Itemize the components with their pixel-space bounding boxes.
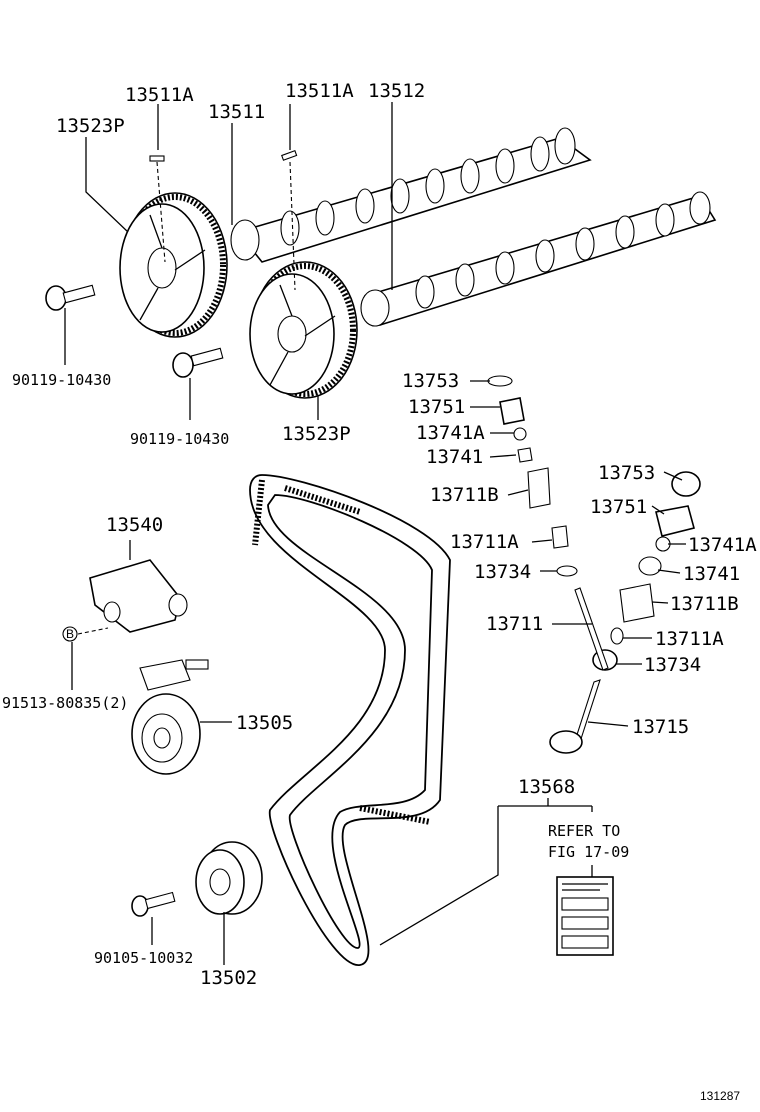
label-13715: 13715 bbox=[632, 716, 689, 738]
idler-pulley-13505 bbox=[131, 659, 209, 775]
label-13741A-b: 13741A bbox=[688, 534, 757, 556]
washer-guide bbox=[77, 627, 109, 635]
label-13711B-a: 13711B bbox=[430, 484, 499, 506]
valve-train-set-b bbox=[592, 471, 701, 671]
label-13711A-b: 13711A bbox=[655, 628, 724, 650]
leader-lines bbox=[64, 102, 686, 965]
idler-pulley-13502 bbox=[195, 841, 263, 915]
exhaust-camshaft bbox=[360, 191, 717, 327]
label-13512: 13512 bbox=[368, 80, 425, 102]
label-90119-b: 90119-10430 bbox=[130, 430, 229, 448]
label-13523P-a: 13523P bbox=[56, 115, 125, 137]
timing-belt-tensioner bbox=[89, 559, 188, 633]
label-90119-a: 90119-10430 bbox=[12, 371, 111, 389]
label-13511A-b: 13511A bbox=[285, 80, 354, 102]
valve-train-set-a bbox=[487, 375, 578, 577]
belt-label-sticker bbox=[556, 876, 614, 956]
label-13711: 13711 bbox=[486, 613, 543, 635]
label-13741-a: 13741 bbox=[426, 446, 483, 468]
label-13734-b: 13734 bbox=[644, 654, 701, 676]
label-13511: 13511 bbox=[208, 101, 265, 123]
refer-line-1: REFER TO bbox=[548, 822, 620, 840]
intake-camshaft bbox=[230, 127, 592, 263]
label-13523P-b: 13523P bbox=[282, 423, 351, 445]
figure-id: 131287 bbox=[700, 1089, 740, 1103]
label-13711B-b: 13711B bbox=[670, 593, 739, 615]
bolt-right bbox=[172, 347, 224, 378]
washer-mark: B bbox=[66, 627, 74, 641]
label-13540: 13540 bbox=[106, 514, 163, 536]
label-13734-a: 13734 bbox=[474, 561, 531, 583]
timing-belt bbox=[249, 474, 451, 966]
label-13511A-a: 13511A bbox=[125, 84, 194, 106]
refer-line-2: FIG 17-09 bbox=[548, 843, 629, 861]
label-90105: 90105-10032 bbox=[94, 949, 193, 967]
label-13711A-a: 13711A bbox=[450, 531, 519, 553]
label-13753-a: 13753 bbox=[402, 370, 459, 392]
part-labels: 13511A 13511 13511A 13512 13523P 90119-1… bbox=[2, 80, 757, 1103]
label-91513: 91513-80835(2) bbox=[2, 694, 128, 712]
key-guide-left bbox=[156, 161, 166, 263]
label-13505: 13505 bbox=[236, 712, 293, 734]
label-13568: 13568 bbox=[518, 776, 575, 798]
label-13751-b: 13751 bbox=[590, 496, 647, 518]
label-13753-b: 13753 bbox=[598, 462, 655, 484]
pulley-key-right bbox=[281, 150, 298, 161]
key-guide-right bbox=[289, 161, 296, 291]
bolt-idler bbox=[131, 891, 176, 917]
label-13751-a: 13751 bbox=[408, 396, 465, 418]
label-13741-b: 13741 bbox=[683, 563, 740, 585]
valve-13715 bbox=[549, 679, 601, 754]
pulley-key-left bbox=[149, 155, 165, 162]
cam-pulley-right bbox=[249, 261, 358, 399]
label-13502: 13502 bbox=[200, 967, 257, 989]
valve-13711 bbox=[574, 587, 609, 671]
cam-pulley-left bbox=[119, 192, 228, 338]
washer: B bbox=[62, 626, 78, 642]
label-13741A-a: 13741A bbox=[416, 422, 485, 444]
bolt-left bbox=[45, 284, 96, 311]
